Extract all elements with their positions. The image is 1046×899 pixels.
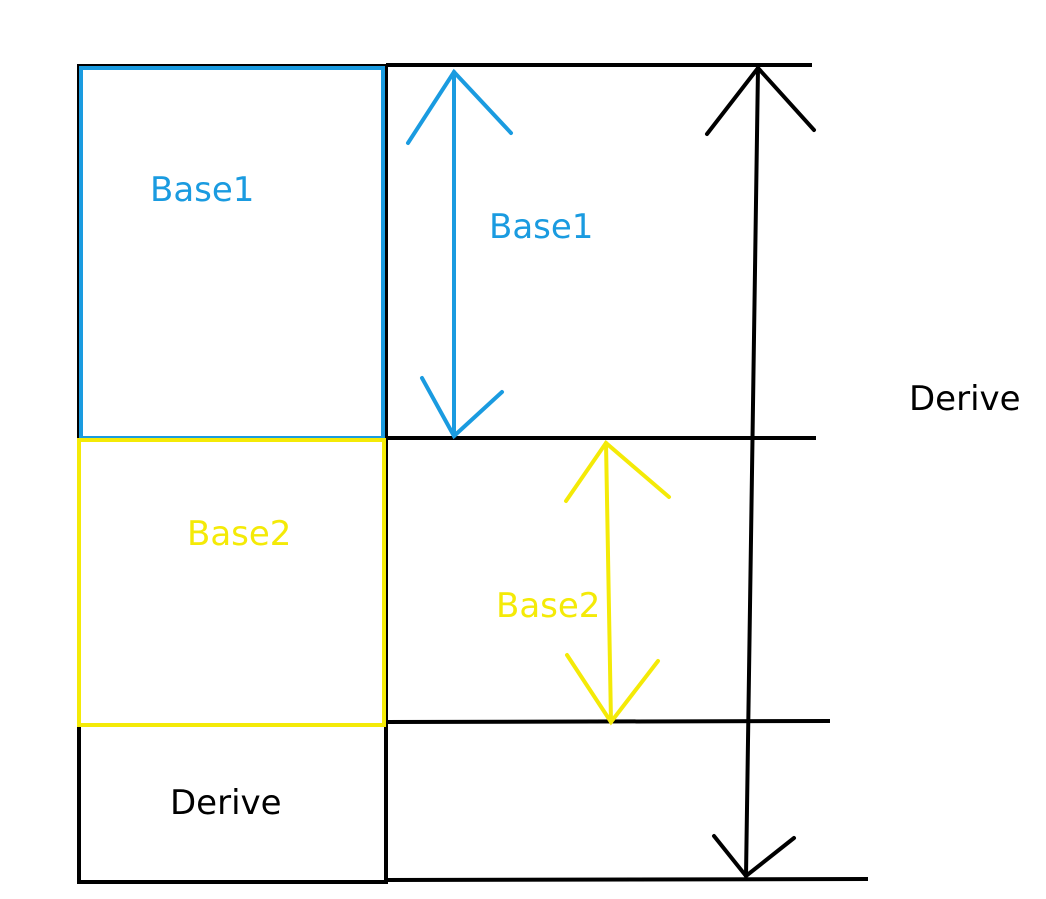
base2-block-label: Base2 [187, 514, 291, 554]
base1-arrow-label: Base1 [489, 207, 593, 247]
base1-size-arrow [406, 68, 513, 440]
derive-block-label: Derive [170, 783, 282, 823]
base2-derive-boundary-line [385, 719, 831, 724]
derive-arrow-label: Derive [909, 379, 1021, 419]
base2-arrow-label: Base2 [496, 586, 600, 626]
bottom-boundary-line [385, 877, 869, 882]
base2-size-arrow [564, 440, 671, 726]
base2-block [77, 438, 386, 727]
derive-size-arrow [705, 64, 816, 879]
base1-block-label: Base1 [150, 170, 254, 210]
base1-block [79, 66, 385, 440]
